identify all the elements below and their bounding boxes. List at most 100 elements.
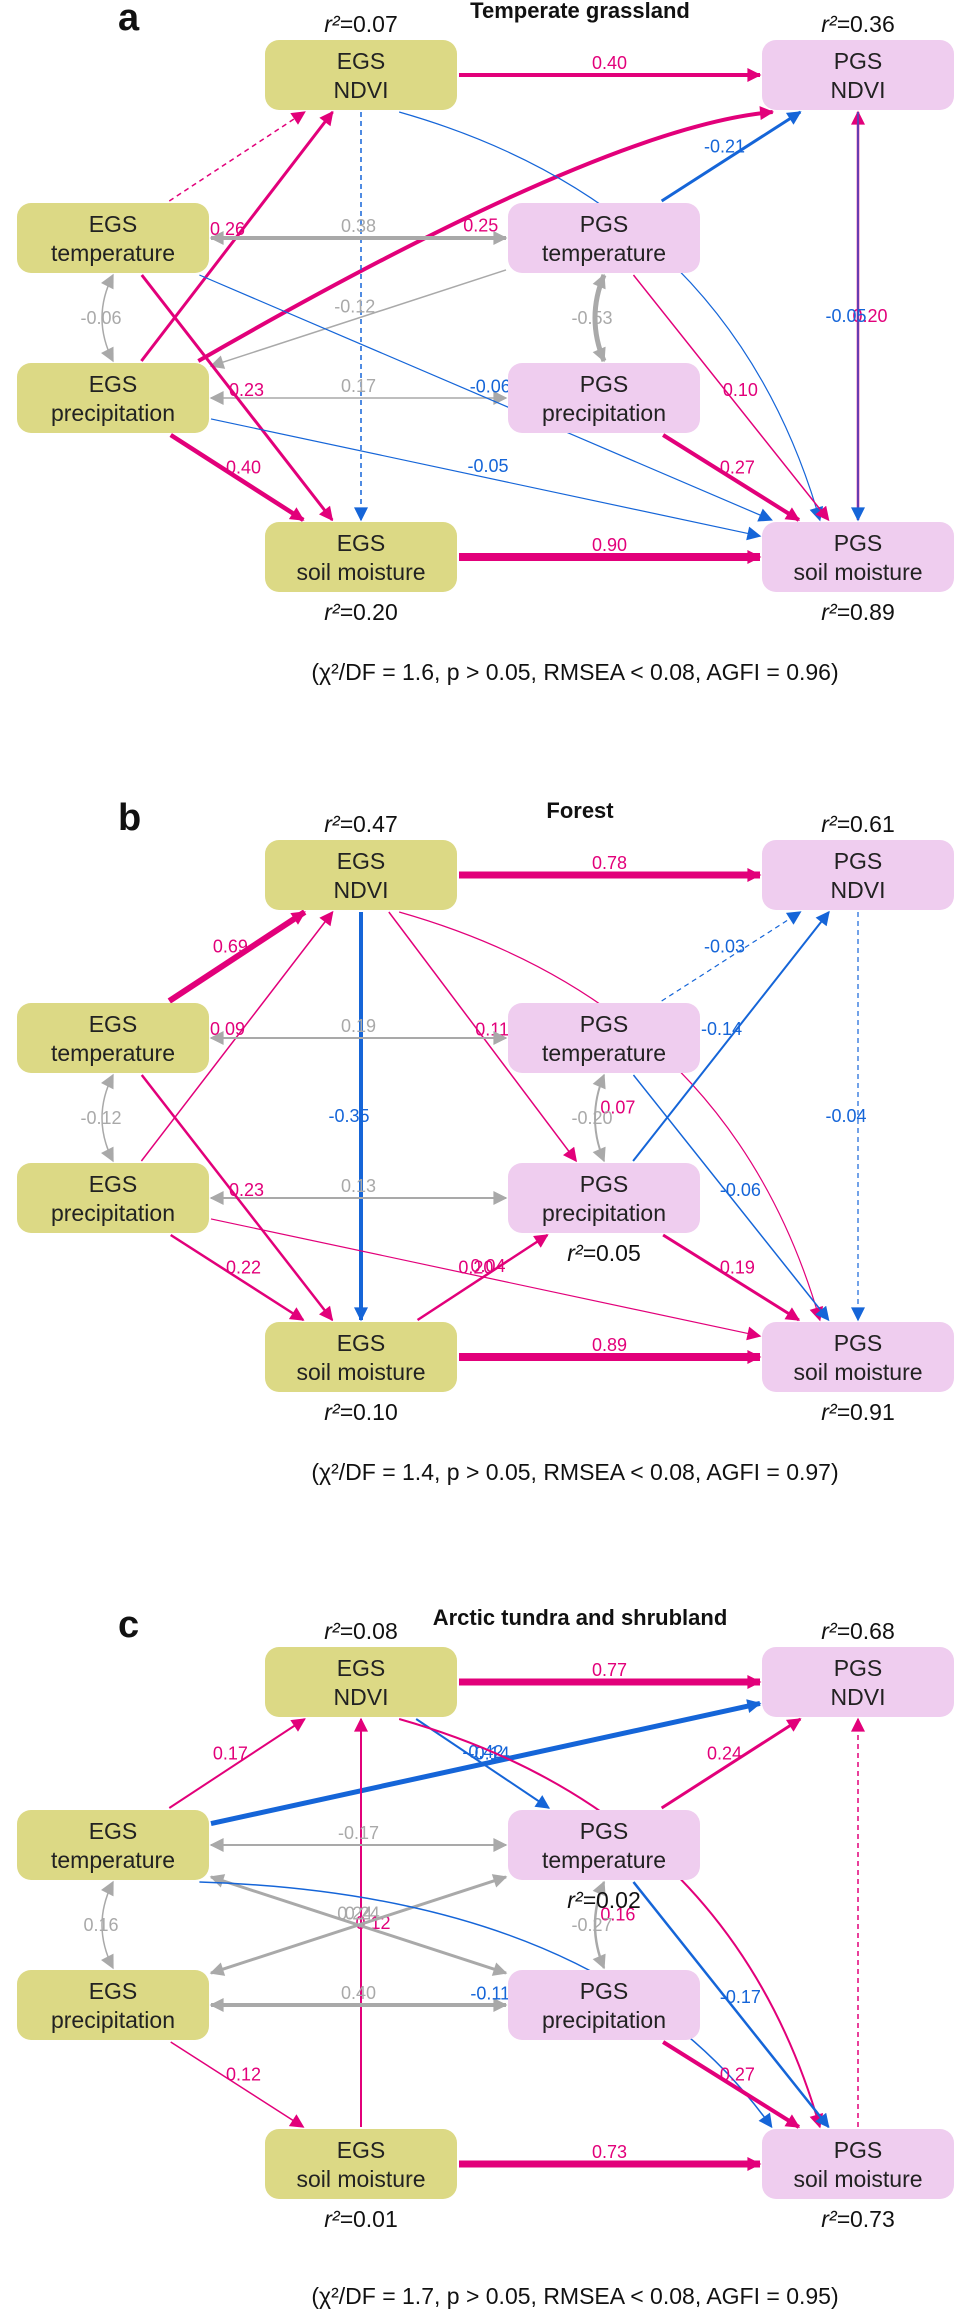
box-shape: [508, 1970, 700, 2040]
path-coefficient: -0.06: [80, 308, 121, 328]
r-squared-prefix: r²=: [821, 11, 850, 37]
path-coefficient: 0.22: [226, 1257, 261, 1277]
path-coefficient: 0.90: [592, 535, 627, 555]
model-fit-statistics: (χ²/DF = 1.6, p > 0.05, RMSEA < 0.08, AG…: [311, 659, 838, 685]
box-label-line1: PGS: [580, 1978, 629, 2004]
box-shape: [762, 1647, 954, 1717]
path-coefficient: 0.40: [226, 457, 261, 477]
path-coefficient: 0.19: [341, 1016, 376, 1036]
r-squared-value: 0.73: [850, 2206, 895, 2232]
box-label-line1: PGS: [834, 2137, 883, 2163]
path-arrow-pgs_pr-to-pgs_ndvi: [632, 910, 830, 1162]
box-shape: [762, 2129, 954, 2199]
path-coefficient: -0.14: [469, 1744, 510, 1764]
path-coefficient: -0.12: [334, 297, 375, 317]
box-label-line1: EGS: [337, 1330, 386, 1356]
box-shape: [265, 1647, 457, 1717]
r-squared-prefix: r²=: [821, 1399, 850, 1425]
r-squared-prefix: r²=: [821, 2206, 850, 2232]
r-squared-value: 0.61: [850, 811, 895, 837]
path-coefficient: 0.27: [720, 2064, 755, 2084]
path-coefficient: 0.11: [475, 1019, 509, 1039]
box-label-line1: PGS: [580, 1818, 629, 1844]
path-coefficient: -0.17: [338, 1823, 379, 1843]
r-squared-value: 0.20: [353, 599, 398, 625]
path-arrows: 0.77-0.420.170.12-0.140.160.24-0.170.240…: [83, 1660, 865, 2171]
path-coefficient: 0.10: [723, 380, 758, 400]
path-arrow-pgs_temp-to-pgs_sm: [632, 1074, 830, 1322]
path-coefficient: 0.23: [229, 1180, 264, 1200]
box-label-line1: PGS: [580, 1171, 629, 1197]
r-squared-prefix: r²=: [821, 811, 850, 837]
box-shape: [265, 1322, 457, 1392]
box-label-line1: PGS: [834, 48, 883, 74]
box-label-line1: EGS: [89, 1978, 138, 2004]
r-squared-pgs-sm: r²=0.91: [821, 1399, 895, 1425]
box-shape: [17, 1163, 209, 1233]
path-coefficient: 0.25: [463, 215, 498, 235]
box-shape: [17, 1003, 209, 1073]
box-label-line2: NDVI: [831, 1684, 886, 1710]
path-coefficient: 0.20: [852, 306, 887, 326]
path-arrow-egs_temp-to-egs_ndvi: [168, 111, 306, 202]
path-arrow-egs_ndvi-to-pgs_temp: [415, 1718, 551, 1809]
r-squared-value: 0.01: [353, 2206, 398, 2232]
path-coefficient: -0.11: [470, 1983, 510, 2003]
path-coefficient: 0.07: [600, 1097, 635, 1117]
r-squared-value: 0.02: [596, 1887, 641, 1913]
path-coefficient: -0.27: [571, 1915, 612, 1935]
path-arrow-pgs_temp-to-pgs_ndvi: [660, 110, 802, 203]
path-arrow-pgs_temp-to-pgs_pr: [592, 1880, 606, 1970]
r-squared-egs-sm: r²=0.20: [324, 599, 398, 625]
path-arrow-egs_sm-to-pgs_pr: [416, 1233, 549, 1322]
box-shape: [265, 522, 457, 592]
path-arrow-pgs_temp-to-pgs_pr: [592, 1073, 606, 1163]
r-squared-pgs-ndvi: r²=0.36: [821, 11, 895, 37]
path-coefficient: -0.35: [328, 1106, 369, 1126]
path-arrow-pgs_pr-to-pgs_sm: [662, 2040, 801, 2129]
box-label-line2: temperature: [51, 1040, 175, 1066]
r-squared-value: 0.91: [850, 1399, 895, 1425]
box-label-line2: NDVI: [831, 877, 886, 903]
path-coefficient: -0.21: [704, 136, 745, 156]
r-squared-egs-ndvi: r²=0.07: [324, 11, 398, 37]
r-squared-prefix: r²=: [324, 2206, 353, 2232]
box-label-line2: soil moisture: [296, 559, 425, 585]
path-arrow-egs_temp-to-egs_pr: [101, 1073, 114, 1163]
r-squared-value: 0.47: [353, 811, 398, 837]
path-coefficient: -0.05: [825, 306, 866, 326]
path-arrow-egs_temp-to-egs_pr: [101, 1880, 114, 1970]
r-squared-egs-ndvi: r²=0.47: [324, 811, 398, 837]
box-shape: [265, 840, 457, 910]
path-arrow-egs_temp-to-pgs_sm: [199, 274, 773, 522]
path-coefficient: 0.04: [470, 1256, 505, 1276]
box-shape: [508, 1810, 700, 1880]
path-coefficient: 0.27: [720, 457, 755, 477]
r-squared-pgs-sm: r²=0.73: [821, 2206, 895, 2232]
path-arrow-egs_pr-to-pgs_sm: [210, 418, 762, 541]
box-label-line1: PGS: [580, 371, 629, 397]
box-label-line1: EGS: [89, 1011, 138, 1037]
path-coefficient: 0.40: [341, 1983, 376, 2003]
r-squared-value: 0.68: [850, 1618, 895, 1644]
path-coefficient: 0.78: [592, 853, 627, 873]
r-squared-prefix: r²=: [821, 599, 850, 625]
r-squared-pgs-ndvi: r²=0.61: [821, 811, 895, 837]
path-coefficient: -0.17: [720, 1987, 761, 2007]
r-squared-pgs-sm: r²=0.89: [821, 599, 895, 625]
r-squared-egs-ndvi: r²=0.08: [324, 1618, 398, 1644]
panel-title: Arctic tundra and shrubland: [433, 1605, 728, 1630]
